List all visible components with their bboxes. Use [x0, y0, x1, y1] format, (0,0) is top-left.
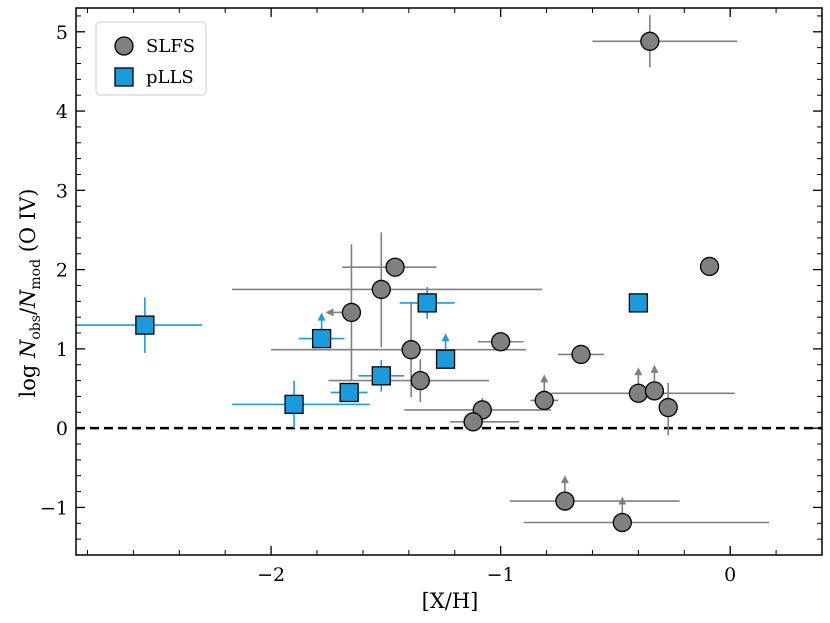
plls-point-1 [311, 328, 332, 349]
x-tick-label-0: −2 [257, 564, 285, 586]
slfs-point-10 [463, 412, 483, 432]
slfs-point-11 [534, 390, 554, 411]
y-axis-title-n1: N [16, 339, 40, 359]
axes: −2 −1 0 −1 0 1 2 3 4 5 [40, 7, 823, 586]
plls-point-5 [339, 382, 359, 403]
plls-point-2 [417, 293, 437, 313]
slfs-limit-arrow-head-12 [634, 367, 643, 376]
slfs-point-0 [640, 31, 660, 51]
slfs-limit-arrow-head-13 [650, 364, 659, 373]
marker-layer [135, 31, 720, 533]
slfs-limit-arrow-head-11 [540, 374, 549, 383]
y-tick-label-6: 5 [56, 22, 68, 44]
slfs-point-5 [401, 340, 421, 360]
y-axis-title-n2: N [16, 289, 40, 309]
plls-point-4 [371, 366, 391, 386]
plls-point-3 [435, 349, 456, 369]
y-axis-title: log Nobs/Nmod (O IV) [16, 189, 44, 398]
plls-point-6 [284, 394, 304, 415]
y-tick-label-3: 2 [56, 260, 68, 282]
y-axis-title-sub2: mod [28, 259, 44, 290]
y-tick-label-5: 4 [56, 101, 68, 123]
slfs-point-16 [612, 512, 632, 533]
slfs-point-6 [410, 370, 430, 391]
plot-frame [75, 7, 823, 556]
x-axis-title: [X/H] [422, 589, 479, 613]
x-tick-label-2: 0 [724, 564, 736, 586]
slfs-limit-arrow-head-15 [560, 475, 569, 484]
legend-marker-plls [114, 67, 134, 87]
slfs-point-14 [658, 397, 678, 418]
plls-point-0 [135, 315, 155, 335]
y-axis-title-suffix: (O IV) [16, 189, 40, 259]
plot-area [76, 8, 822, 555]
slfs-point-12 [628, 383, 649, 403]
plot-background [76, 8, 822, 555]
legend-label-plls: pLLS [146, 67, 194, 88]
plls-limit-arrow-head-3 [441, 333, 450, 342]
slfs-point-2 [371, 279, 391, 300]
plls-point-7 [628, 293, 649, 313]
legend: SLFS pLLS [95, 21, 207, 96]
slfs-point-13 [644, 381, 665, 401]
slfs-limit-arrow-head-16 [618, 496, 627, 505]
slfs-limit-arrow-head-3 [325, 308, 334, 317]
y-tick-label-0: −1 [40, 497, 68, 519]
y-axis-title-prefix: log [16, 358, 40, 397]
y-axis-title-sub1: obs [28, 315, 44, 340]
y-tick-label-2: 1 [56, 339, 68, 361]
slfs-point-8 [699, 256, 720, 277]
slfs-point-4 [490, 332, 511, 352]
y-tick-label-4: 3 [56, 180, 68, 202]
slfs-point-15 [555, 491, 575, 511]
legend-label-slfs: SLFS [146, 36, 195, 57]
legend-marker-slfs [114, 36, 134, 56]
y-tick-label-1: 0 [56, 418, 68, 440]
plls-limit-arrow-head-1 [317, 312, 326, 321]
slfs-point-7 [571, 344, 591, 365]
y-axis-title-slash: / [16, 307, 40, 315]
slfs-point-3 [341, 302, 362, 323]
slfs-point-1 [385, 257, 405, 277]
x-tick-label-1: −1 [487, 564, 515, 586]
